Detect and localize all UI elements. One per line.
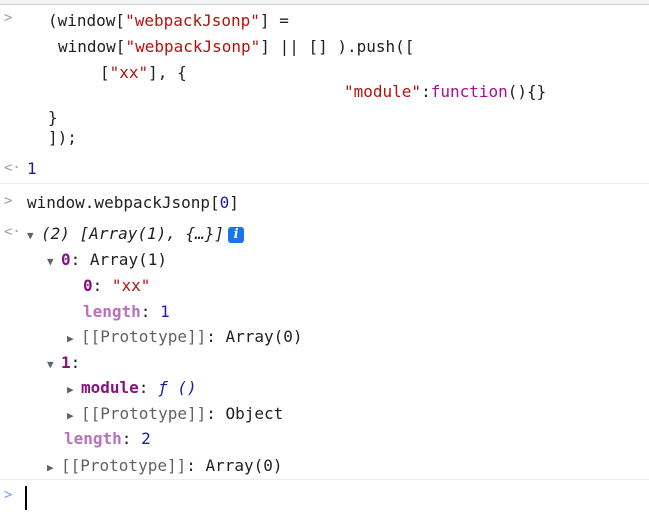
expand-triangle-icon[interactable]: ▼ <box>27 229 34 242</box>
code-line-1: (window["webpackJsonp"] = <box>48 11 289 30</box>
expand-triangle-icon[interactable]: ▶ <box>67 332 74 345</box>
code-line-3: ["xx"], { <box>100 63 187 82</box>
divider <box>0 183 649 184</box>
code-line-5: } <box>48 108 58 127</box>
tree-prototype[interactable]: ▶[[Prototype]]: Array(0) <box>47 456 283 478</box>
tree-item-0-length: length: 1 <box>83 302 170 321</box>
tree-item-1-module[interactable]: ▶module: ƒ () <box>67 378 197 400</box>
array-summary[interactable]: ▼(2) [Array(1), {…}]i <box>27 224 245 246</box>
console-top-border <box>0 0 649 5</box>
tree-item-0-prototype[interactable]: ▶[[Prototype]]: Array(0) <box>67 327 303 349</box>
input-prompt-icon: > <box>4 10 13 26</box>
expand-triangle-icon[interactable]: ▶ <box>67 383 74 396</box>
info-icon[interactable]: i <box>228 226 245 243</box>
result-prompt-icon: <· <box>4 160 21 176</box>
input-prompt-icon: > <box>4 193 13 209</box>
expand-triangle-icon[interactable]: ▶ <box>67 409 74 422</box>
console-input[interactable] <box>27 487 627 509</box>
expand-triangle-icon[interactable]: ▶ <box>47 461 54 474</box>
tree-length: length: 2 <box>64 429 151 448</box>
expand-triangle-icon[interactable]: ▼ <box>47 255 54 268</box>
tree-item-0-0: 0: "xx" <box>83 276 151 295</box>
input-prompt-icon: > <box>4 487 13 503</box>
expand-triangle-icon[interactable]: ▼ <box>47 358 54 371</box>
code-line-2: window["webpackJsonp"] || [] ).push([ <box>58 37 415 56</box>
result-prompt-icon: <· <box>4 224 21 240</box>
result-value: 1 <box>27 159 37 178</box>
text-caret <box>25 486 27 510</box>
tree-item-1[interactable]: ▼1: <box>47 353 80 375</box>
input-expression: window.webpackJsonp[0] <box>27 193 239 212</box>
tree-item-1-prototype[interactable]: ▶[[Prototype]]: Object <box>67 404 283 426</box>
code-line-6: ]); <box>48 128 77 147</box>
divider <box>0 479 649 480</box>
code-line-4: "module":function(){} <box>344 82 547 101</box>
tree-item-0[interactable]: ▼0: Array(1) <box>47 250 167 272</box>
